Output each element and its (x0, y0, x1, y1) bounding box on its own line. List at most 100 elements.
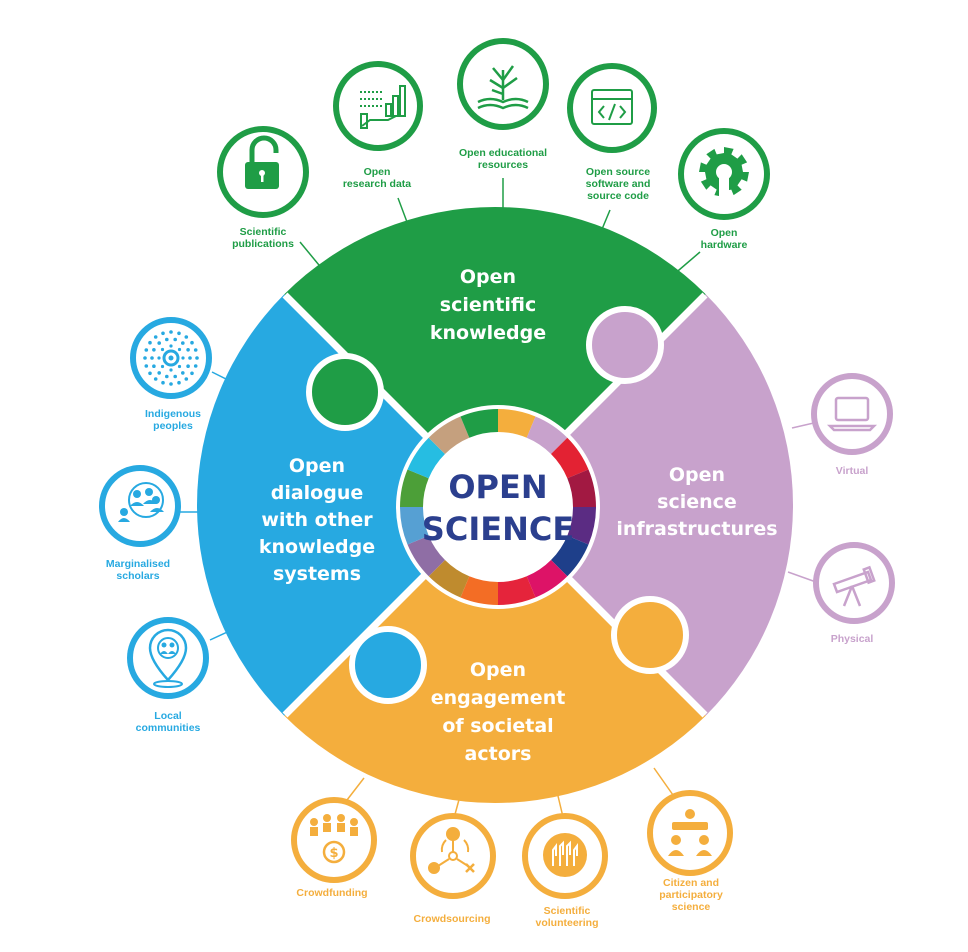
label-line: scientific (440, 294, 536, 316)
crowdfunding-icon: $ (310, 814, 358, 864)
label-line: volunteering (535, 917, 598, 929)
puzzle-tab-blue (349, 626, 427, 704)
label-line: Open (669, 464, 725, 486)
color-ring-segment (567, 507, 596, 545)
laptop-icon (826, 396, 878, 432)
color-ring-segment (428, 416, 470, 454)
label-line: Open source (586, 166, 650, 178)
label-line: Open (460, 266, 516, 288)
satellite-crowdsourcing[interactable]: Crowdsourcing (410, 813, 496, 925)
color-ring-segment (526, 560, 568, 598)
label-line: Indigenous (145, 408, 201, 420)
label-line: peoples (153, 420, 193, 432)
center-circle (425, 434, 571, 580)
label-line: systems (273, 563, 361, 585)
svg-text:Physical: Physical (831, 633, 874, 645)
satellite-physical[interactable]: Physical (813, 542, 895, 645)
label-line: source code (587, 190, 649, 202)
label-line: science (657, 491, 737, 513)
label-line: with other (261, 509, 373, 531)
label-line: Open (289, 455, 345, 477)
label-line: hardware (701, 239, 748, 251)
center-title-line1: OPEN (448, 468, 547, 506)
puzzle-tab-green (306, 353, 384, 431)
open-book-icon (477, 65, 529, 110)
satellite-crowdfunding[interactable]: $ Crowdfunding (291, 797, 377, 899)
location-pin-icon (148, 628, 188, 688)
color-ring-segment (498, 576, 536, 605)
label-line: publications (232, 238, 294, 250)
people-group-icon (118, 482, 164, 522)
label-line: Open (470, 659, 526, 681)
segment-dialogue-label: Open dialogue with other knowledge systems (259, 455, 375, 585)
satellite-virtual[interactable]: Virtual (811, 373, 893, 477)
data-chart-hand-icon (360, 85, 406, 129)
label-line: communities (136, 722, 201, 734)
raised-hands-icon (543, 833, 587, 877)
label-line: of societal (442, 715, 553, 737)
label-line: resources (478, 159, 528, 171)
label-line: science (672, 901, 711, 913)
label-line: Local (154, 710, 182, 722)
label-line: knowledge (430, 322, 546, 344)
svg-text:$: $ (329, 846, 338, 861)
label-line: Open (364, 166, 391, 178)
people-meeting-icon (668, 809, 712, 856)
color-ring-segment (460, 576, 498, 605)
label-line: Virtual (836, 465, 869, 477)
color-ring-segment (460, 409, 498, 438)
color-ring-segment (551, 535, 589, 577)
center-color-ring (400, 409, 596, 605)
svg-text:Virtual: Virtual (836, 465, 869, 477)
label-line: Scientific (544, 905, 591, 917)
puzzle-tab-lilac (586, 306, 664, 384)
color-ring-segment (567, 469, 596, 507)
label-line: dialogue (271, 482, 364, 504)
label-line: Open educational (459, 147, 547, 159)
padlock-open-icon (245, 135, 279, 189)
label-line: knowledge (259, 536, 375, 558)
svg-text:Crowdsourcing: Crowdsourcing (413, 913, 490, 925)
label-line: Physical (831, 633, 874, 645)
color-ring-segment (407, 437, 445, 479)
color-ring-segment (551, 437, 589, 479)
segment-knowledge-label: Open scientific knowledge (430, 266, 546, 344)
label-line: research data (343, 178, 411, 190)
label-line: Marginalised (106, 558, 170, 570)
crowdsourcing-icon (428, 827, 475, 874)
segment-engagement-label: Open engagement of societal actors (431, 659, 566, 765)
label-line: Crowdfunding (296, 887, 367, 899)
label-line: actors (465, 743, 532, 765)
label-line: Open (711, 227, 738, 239)
color-ring-segment (428, 560, 470, 598)
label-line: participatory (659, 889, 723, 901)
color-ring-segment (498, 409, 536, 438)
label-line: software and (586, 178, 651, 190)
puzzle-tab-orange (611, 596, 689, 674)
label-line: Citizen and (663, 877, 719, 889)
gear-icon (699, 147, 749, 198)
color-ring-segment (400, 507, 429, 545)
code-window-icon (591, 89, 633, 125)
label-line: engagement (431, 687, 566, 709)
center-title-line2: SCIENCE (422, 510, 574, 548)
